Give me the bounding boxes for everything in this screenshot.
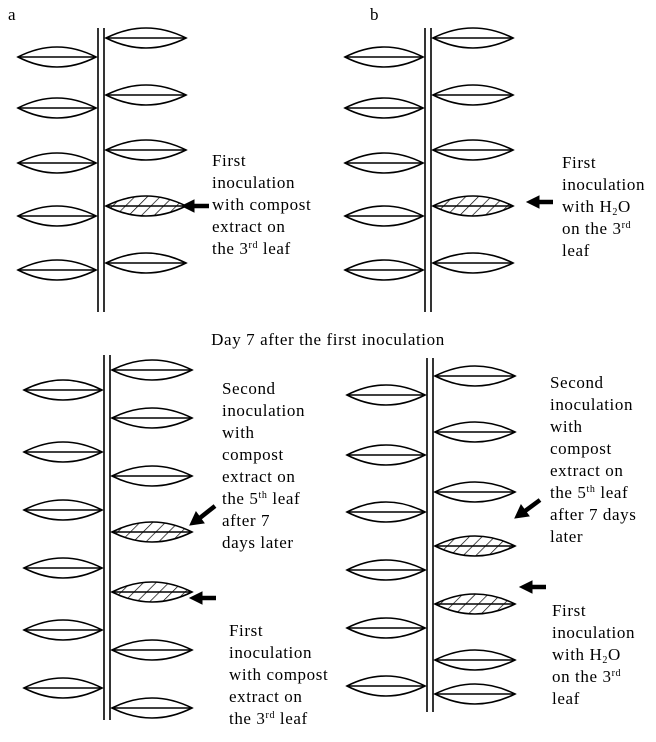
arrow-d-second-head [514,504,530,519]
caption-day7: Day 7 after the first inoculation [211,330,445,349]
label-a-first-inoculation: First inoculation with compost extract o… [212,151,312,258]
label-c-first-inoculation: First inoculation with compost extract o… [229,621,329,728]
arrow-c-second-head [189,511,205,526]
label-d-second-inoculation: Second inoculation with compost extract … [550,373,637,546]
label-d-first-inoculation: First inoculation with H2O on the 3rd le… [552,601,636,708]
panel-label-a: a [8,5,16,24]
label-b-first-inoculation: First inoculation with H2O on the 3rd le… [562,153,646,260]
panel-label-b: b [370,5,379,24]
label-c-second-inoculation: Second inoculation with compost extract … [222,379,306,552]
